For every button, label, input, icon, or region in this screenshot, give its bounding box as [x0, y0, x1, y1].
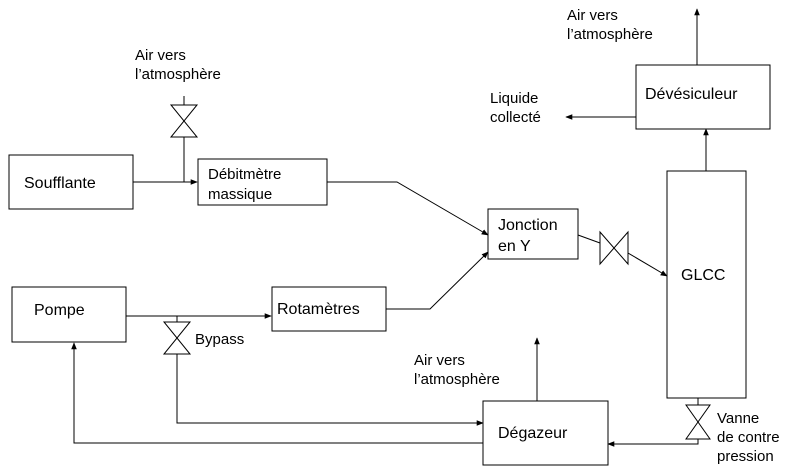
vent-valve-left[interactable] [169, 104, 199, 138]
pompe-box [11, 286, 127, 343]
vanne-label-line2: de contre [717, 429, 780, 446]
air-vent-bottom-line1: Air vers [414, 352, 465, 369]
back-pressure-valve[interactable] [685, 404, 711, 440]
debitmetre-to-jonction-line [327, 181, 489, 236]
debitmetre-box [197, 158, 328, 206]
devesiculeur-box [635, 64, 771, 130]
bypass-to-degazeur-line [176, 354, 484, 426]
vanne-label-line1: Vanne [717, 410, 759, 427]
bypass-valve[interactable] [162, 321, 192, 355]
rotametres-to-jonction-line [386, 251, 489, 310]
air-vent-left-line2: l’atmosphère [135, 66, 221, 83]
soufflante-box [8, 154, 134, 210]
inlet-valve-glcc[interactable] [599, 230, 629, 266]
pompe-label: Pompe [34, 302, 85, 319]
air-vent-top-line2: l’atmosphère [567, 26, 653, 43]
debitmetre-label-line1: Débitmètre [208, 166, 281, 183]
rotametres-box [271, 286, 387, 332]
degazeur-label: Dégazeur [498, 425, 568, 442]
liquide-collecte-line1: Liquide [490, 90, 538, 107]
bypass-label: Bypass [195, 331, 244, 348]
air-vent-bottom-line2: l’atmosphère [414, 371, 500, 388]
jonction-label-line2: en Y [498, 238, 531, 255]
degazeur-to-pompe-line [71, 342, 483, 444]
jonction-label-line1: Jonction [498, 217, 558, 234]
rotametres-label: Rotamètres [277, 301, 360, 318]
glcc-box [666, 170, 747, 399]
devesiculeur-label: Dévésiculeur [645, 86, 738, 103]
valve-to-glcc-line [627, 252, 668, 277]
liquide-collecte-line2: collecté [490, 109, 541, 126]
air-vent-left-line1: Air vers [135, 47, 186, 64]
vanne-label-line3: pression [717, 448, 774, 465]
soufflante-label: Soufflante [24, 175, 96, 192]
air-vent-top-line1: Air vers [567, 7, 618, 24]
glcc-label: GLCC [681, 267, 725, 284]
jonction-box [487, 208, 579, 260]
debitmetre-label-line2: massique [208, 186, 272, 203]
jonction-to-valve-line [577, 234, 601, 244]
vanne-to-degazeur-line [607, 439, 699, 447]
degazeur-box [482, 400, 609, 466]
